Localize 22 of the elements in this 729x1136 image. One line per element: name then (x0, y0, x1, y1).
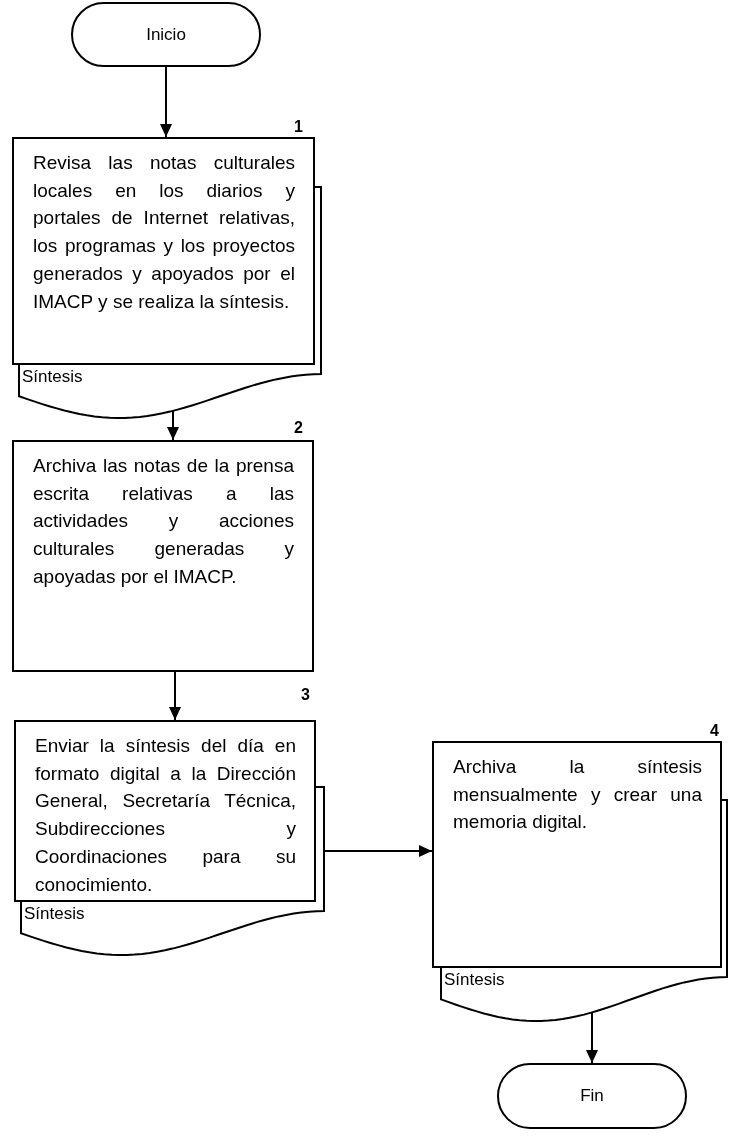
process-box (14, 720, 325, 902)
step-text: Enviar la síntesis del día en formato digital a la Dirección General, Secretaría Técnica, Subdirecciones y Coordinaciones para su conocimiento. (35, 734, 296, 897)
arrow (167, 409, 179, 441)
step-number: 3 (301, 686, 310, 704)
terminator-label: Fin (579, 1086, 605, 1106)
document-label: Síntesis (444, 970, 505, 990)
step-number: 2 (294, 419, 303, 437)
process-box (12, 137, 322, 365)
arrow (323, 845, 433, 857)
arrow (160, 66, 172, 138)
document-label: Síntesis (22, 367, 83, 387)
process-box (432, 741, 728, 968)
step-text: Archiva la síntesis mensualmente y crear una memoria digital. (453, 755, 702, 835)
step-number: 4 (710, 722, 719, 740)
step-text: Revisa las notas culturales locales en los diarios y portales de Internet relativas, los programas y los proyectos generados y apoyados por el IMACP y se realiza la síntesis. (33, 151, 295, 314)
document-label: Síntesis (24, 904, 85, 924)
arrow (169, 671, 181, 721)
step-text: Archiva las notas de la prensa escrita relativas a las actividades y acciones culturales generadas y apoyadas por el IMACP. (33, 454, 294, 589)
step-number: 1 (294, 118, 303, 136)
process-box (12, 440, 314, 672)
arrow (586, 1011, 598, 1064)
terminator-label: Inicio (145, 24, 187, 45)
